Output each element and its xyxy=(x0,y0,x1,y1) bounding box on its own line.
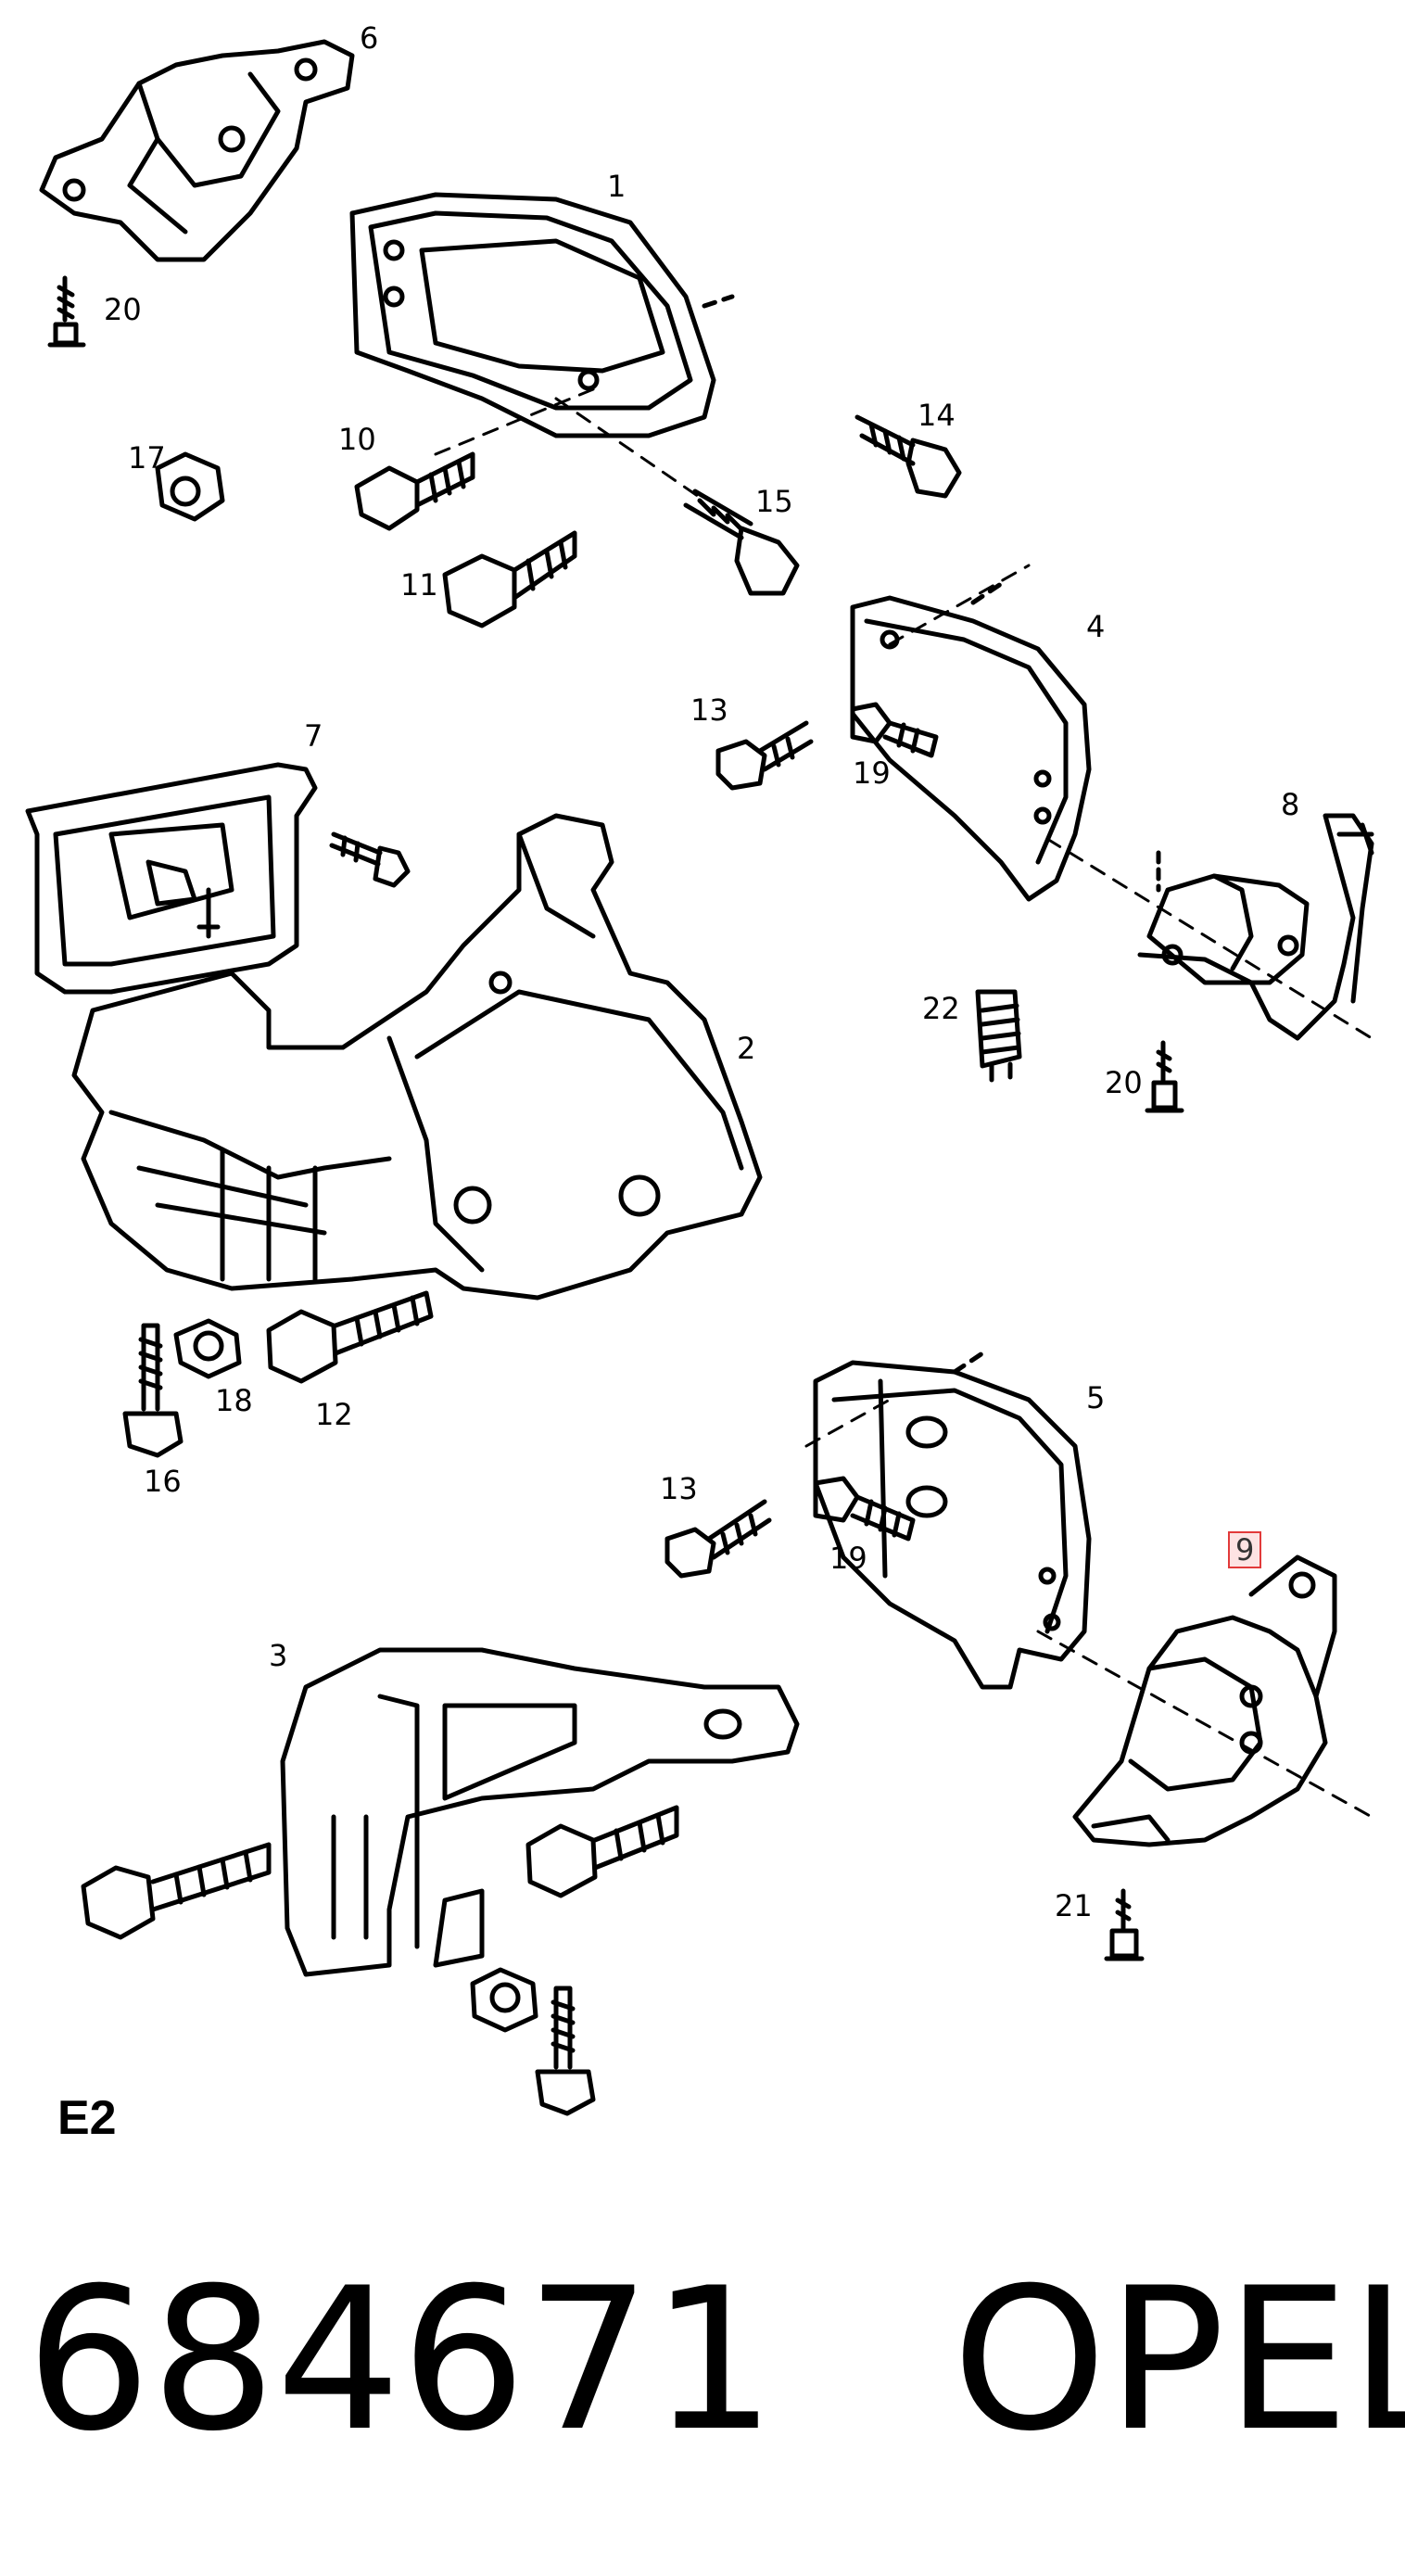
callout-10: 10 xyxy=(338,422,376,457)
callout-3: 3 xyxy=(269,1638,288,1673)
part-19-bolt-upper xyxy=(850,702,939,758)
callout-22: 22 xyxy=(922,991,960,1026)
part-5-bracket xyxy=(813,1351,1092,1690)
alignment-lines xyxy=(434,387,1373,1819)
callout-18: 18 xyxy=(215,1383,253,1418)
callout-2: 2 xyxy=(737,1031,756,1066)
part-7-bracket xyxy=(25,762,318,995)
part-6-mount xyxy=(39,39,355,262)
callout-5: 5 xyxy=(1086,1380,1106,1415)
callout-1: 1 xyxy=(607,169,627,204)
part-20-screw-right xyxy=(1145,1040,1184,1113)
part-16-stud xyxy=(122,1323,184,1458)
callout-16: 16 xyxy=(144,1464,182,1499)
part-3-stud xyxy=(535,1986,596,2116)
callout-7: 7 xyxy=(304,718,323,754)
part-13-screw-lower xyxy=(665,1499,772,1579)
part-8-mount xyxy=(1137,813,1374,1041)
part-20-screw-top xyxy=(47,275,86,348)
callout-6: 6 xyxy=(360,20,379,56)
callout-8: 8 xyxy=(1281,787,1300,822)
part-3-long-bolt xyxy=(81,1842,272,1940)
part-3-bracket xyxy=(280,1647,800,1977)
part-17-nut xyxy=(155,451,225,522)
callout-15: 15 xyxy=(755,484,793,519)
callout-13-lower: 13 xyxy=(660,1471,698,1506)
callout-17: 17 xyxy=(128,440,166,476)
part-4-bracket xyxy=(850,581,1092,902)
part-13-screw-upper xyxy=(715,720,814,791)
callout-11: 11 xyxy=(400,567,438,603)
part-15-screw xyxy=(683,489,800,596)
part-12-bolt xyxy=(266,1290,434,1384)
callout-20-right: 20 xyxy=(1105,1065,1143,1100)
part-number: 684671 xyxy=(26,2245,777,2474)
part-11-bolt xyxy=(442,530,577,628)
callout-12: 12 xyxy=(315,1397,353,1432)
part-2-housing xyxy=(71,813,763,1301)
callout-19-lower: 19 xyxy=(829,1541,867,1576)
brand-name: OPEL xyxy=(952,2245,1405,2474)
callout-14: 14 xyxy=(918,398,956,433)
callout-9-highlighted[interactable]: 9 xyxy=(1228,1531,1262,1568)
part-3-middle-bolt xyxy=(525,1805,679,1898)
part-9-mount xyxy=(1072,1554,1337,1847)
part-10-bolt xyxy=(354,451,475,531)
part-1-bracket xyxy=(349,192,735,438)
part-21-screw xyxy=(1104,1888,1145,1961)
part-22-insert xyxy=(975,989,1022,1083)
part-14-screw xyxy=(854,414,962,499)
section-code: E2 xyxy=(57,2091,117,2145)
part-18-nut xyxy=(173,1318,242,1379)
part-7-screw xyxy=(329,831,411,888)
callout-4: 4 xyxy=(1086,609,1106,644)
callout-19-upper: 19 xyxy=(853,755,891,791)
part-19-bolt-lower xyxy=(813,1476,916,1542)
part-3-nut xyxy=(470,1967,538,2033)
callout-20-top: 20 xyxy=(104,292,142,327)
exploded-parts-diagram xyxy=(25,39,1374,2116)
callout-21: 21 xyxy=(1055,1888,1093,1923)
callout-13-upper: 13 xyxy=(690,692,728,728)
